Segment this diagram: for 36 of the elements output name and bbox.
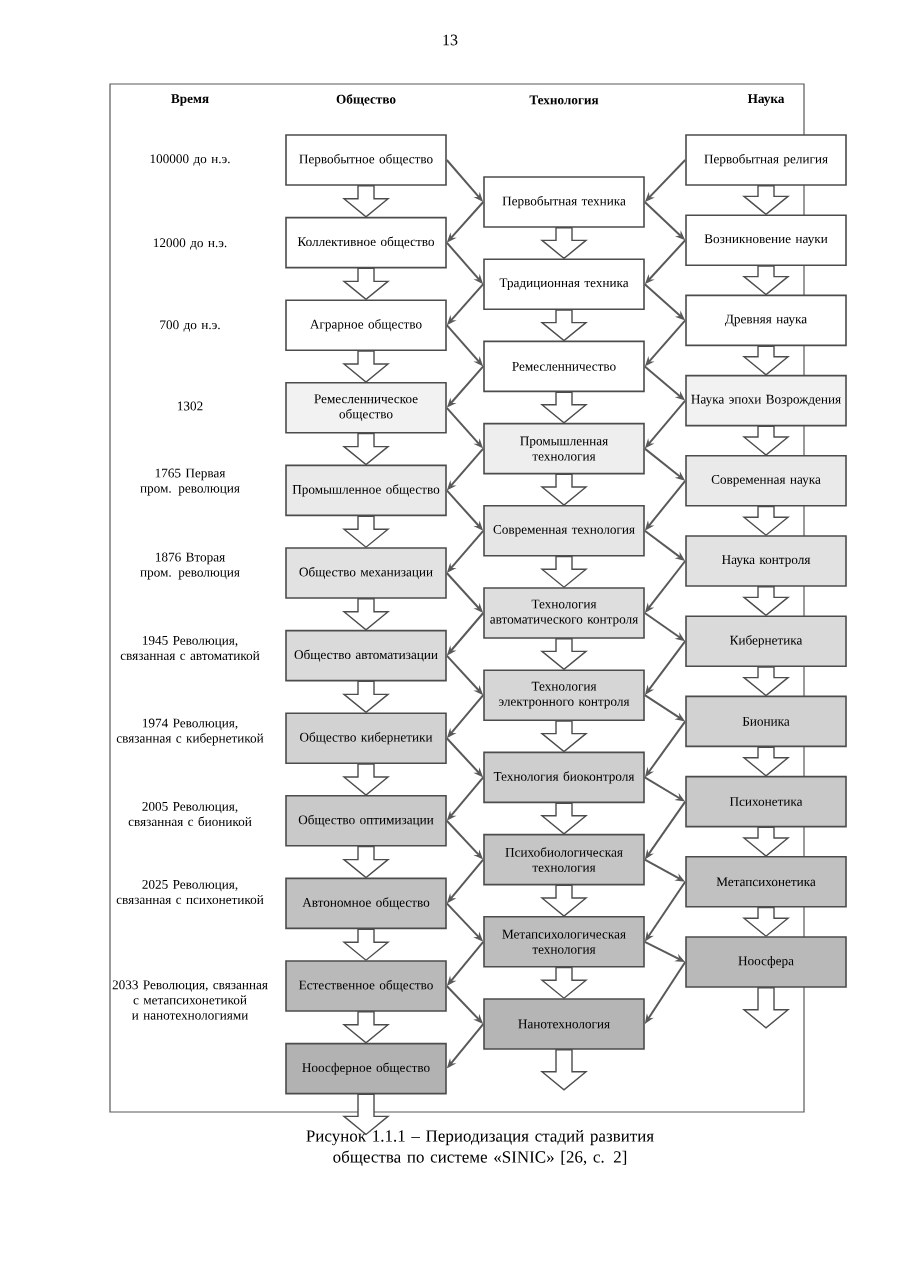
block-arrow [342, 680, 390, 714]
block-arrow [540, 638, 588, 671]
block-arrow [540, 1049, 588, 1091]
block-arrow [540, 473, 588, 506]
block-arrow [540, 555, 588, 589]
caption: Рисунок 1.1.1 – Периодизация стадий развития общества по системе «SINIC» [26, с. 2] [306, 1129, 654, 1167]
block-arrow [342, 515, 390, 549]
block-arrow [540, 802, 588, 835]
block-arrow [742, 586, 790, 617]
block-arrow [742, 185, 790, 216]
block-arrow [540, 227, 588, 260]
block-arrow [342, 845, 390, 879]
block-arrow [540, 884, 588, 917]
block-arrow [342, 185, 390, 218]
page-number: 13 [443, 34, 458, 46]
block-arrow [540, 309, 588, 342]
block-arrow [742, 345, 790, 376]
block-arrow [742, 425, 790, 456]
block-arrow [742, 746, 790, 777]
block-arrow [742, 987, 790, 1029]
block-arrow [742, 265, 790, 296]
block-arrow [342, 598, 390, 631]
block-arrow [742, 826, 790, 857]
block-arrow [742, 505, 790, 537]
block-arrow [742, 906, 790, 938]
block-arrow [342, 763, 390, 796]
block-arrow [342, 1011, 390, 1044]
block-arrow [342, 267, 390, 301]
block-arrow [540, 720, 588, 753]
block-arrow [342, 432, 390, 466]
block-arrow [742, 666, 790, 697]
block-arrow [540, 391, 588, 424]
block-arrow [342, 350, 390, 383]
block-arrow [342, 1093, 390, 1136]
block-arrow [540, 966, 588, 1000]
block-arrow [342, 928, 390, 962]
